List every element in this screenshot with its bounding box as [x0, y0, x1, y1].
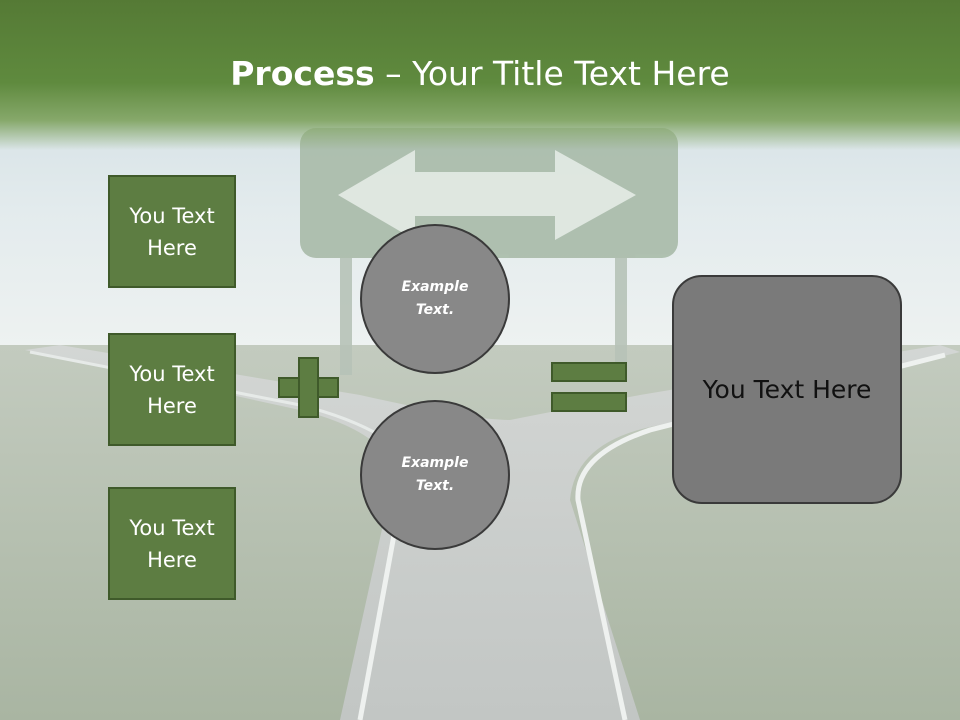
title-rest: – Your Title Text Here — [374, 54, 730, 93]
left-box-label: You Text Here — [129, 361, 215, 418]
left-text-box-3[interactable]: You Text Here — [108, 487, 236, 600]
circle-label: Example Text. — [401, 455, 469, 494]
title-bold: Process — [230, 54, 375, 93]
left-text-box-2[interactable]: You Text Here — [108, 333, 236, 446]
left-box-label: You Text Here — [129, 203, 215, 260]
left-box-label: You Text Here — [129, 515, 215, 572]
example-circle-2[interactable]: Example Text. — [360, 400, 510, 550]
left-text-box-1[interactable]: You Text Here — [108, 175, 236, 288]
example-circle-1[interactable]: Example Text. — [360, 224, 510, 374]
circle-label: Example Text. — [401, 279, 469, 318]
result-label: You Text Here — [702, 375, 872, 404]
title-bar — [0, 0, 960, 150]
two-way-arrow-sign — [300, 128, 678, 375]
result-text-box[interactable]: You Text Here — [672, 275, 902, 504]
slide-title: Process – Your Title Text Here — [0, 52, 960, 96]
